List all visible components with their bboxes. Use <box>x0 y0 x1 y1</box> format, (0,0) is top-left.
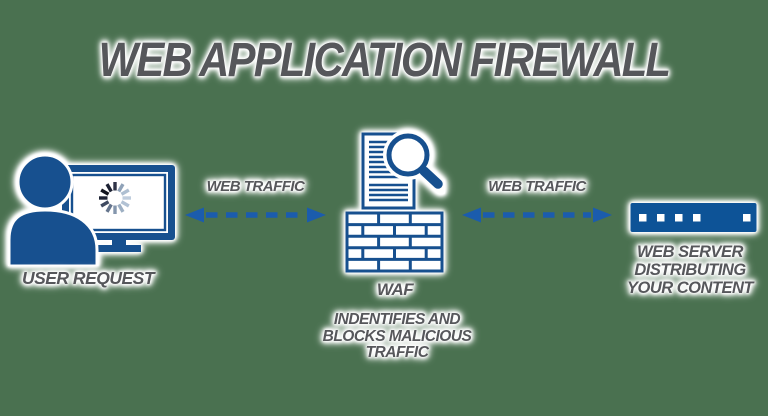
web-server-label-line: WEB SERVER <box>637 243 743 261</box>
web-traffic-label-left: WEB TRAFFIC <box>206 178 305 195</box>
dashed-double-arrow-right <box>462 207 612 223</box>
waf-description-line: INDENTIFIES AND <box>333 311 461 328</box>
person-at-computer-monitor-icon <box>8 153 175 266</box>
arrowhead-left-icon <box>462 207 481 223</box>
brick-joints <box>347 213 442 271</box>
web-server-label-line: YOUR CONTENT <box>627 279 754 297</box>
arrowhead-right-icon <box>593 207 612 223</box>
magnifier-icon <box>383 130 445 195</box>
waf-icon-group <box>345 126 445 274</box>
user-computer-icon <box>8 148 180 266</box>
document-with-magnifier-icon <box>361 130 445 210</box>
diagram-title: WEB APPLICATION FIREWALL <box>98 34 671 87</box>
person-icon <box>8 153 99 266</box>
loading-spinner-icon <box>99 182 131 214</box>
arrowhead-left-icon <box>185 207 204 223</box>
waf-description-line: TRAFFIC <box>365 344 429 361</box>
rack-server-icon <box>630 203 757 232</box>
web-server-label-line: DISTRIBUTING <box>634 261 746 279</box>
web-traffic-label-right: WEB TRAFFIC <box>488 178 586 195</box>
user-request-label: USER REQUEST <box>21 268 155 288</box>
arrowhead-right-icon <box>307 207 326 223</box>
monitor-icon <box>62 165 175 252</box>
brick-wall-firewall-icon <box>345 211 444 273</box>
server-indicator-lights <box>639 214 751 222</box>
web-server-label: WEB SERVER DISTRIBUTING YOUR CONTENT <box>612 243 768 297</box>
waf-label: WAF <box>376 280 414 299</box>
waf-description-line: BLOCKS MALICIOUS <box>322 327 472 345</box>
web-server-icon <box>630 202 758 234</box>
dashed-double-arrow-left <box>185 207 326 223</box>
waf-description: INDENTIFIES AND BLOCKS MALICIOUS TRAFFIC <box>305 311 489 362</box>
